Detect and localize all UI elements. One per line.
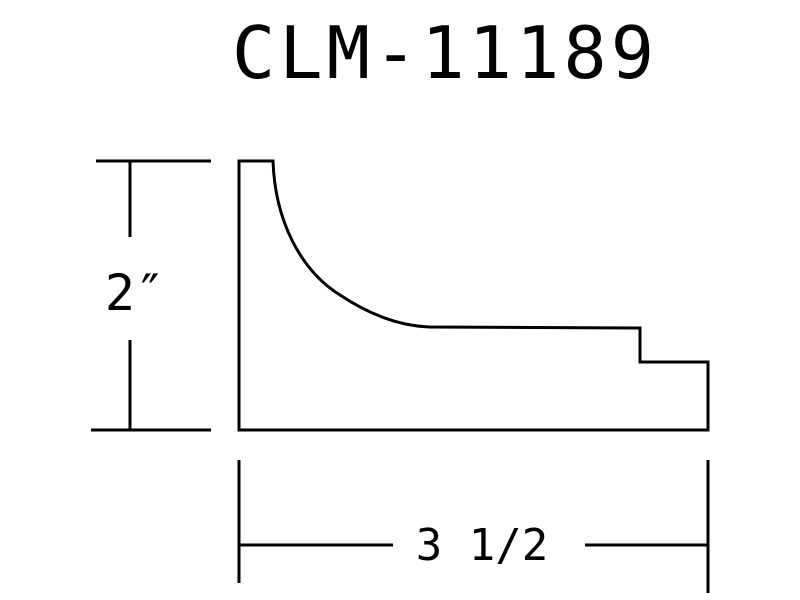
width-dimension-label: 3 1/2	[416, 520, 548, 571]
height-dimension-label: 2″	[105, 264, 165, 322]
profile-outline	[237, 159, 710, 432]
part-number-title: CLM-11189	[232, 11, 658, 95]
